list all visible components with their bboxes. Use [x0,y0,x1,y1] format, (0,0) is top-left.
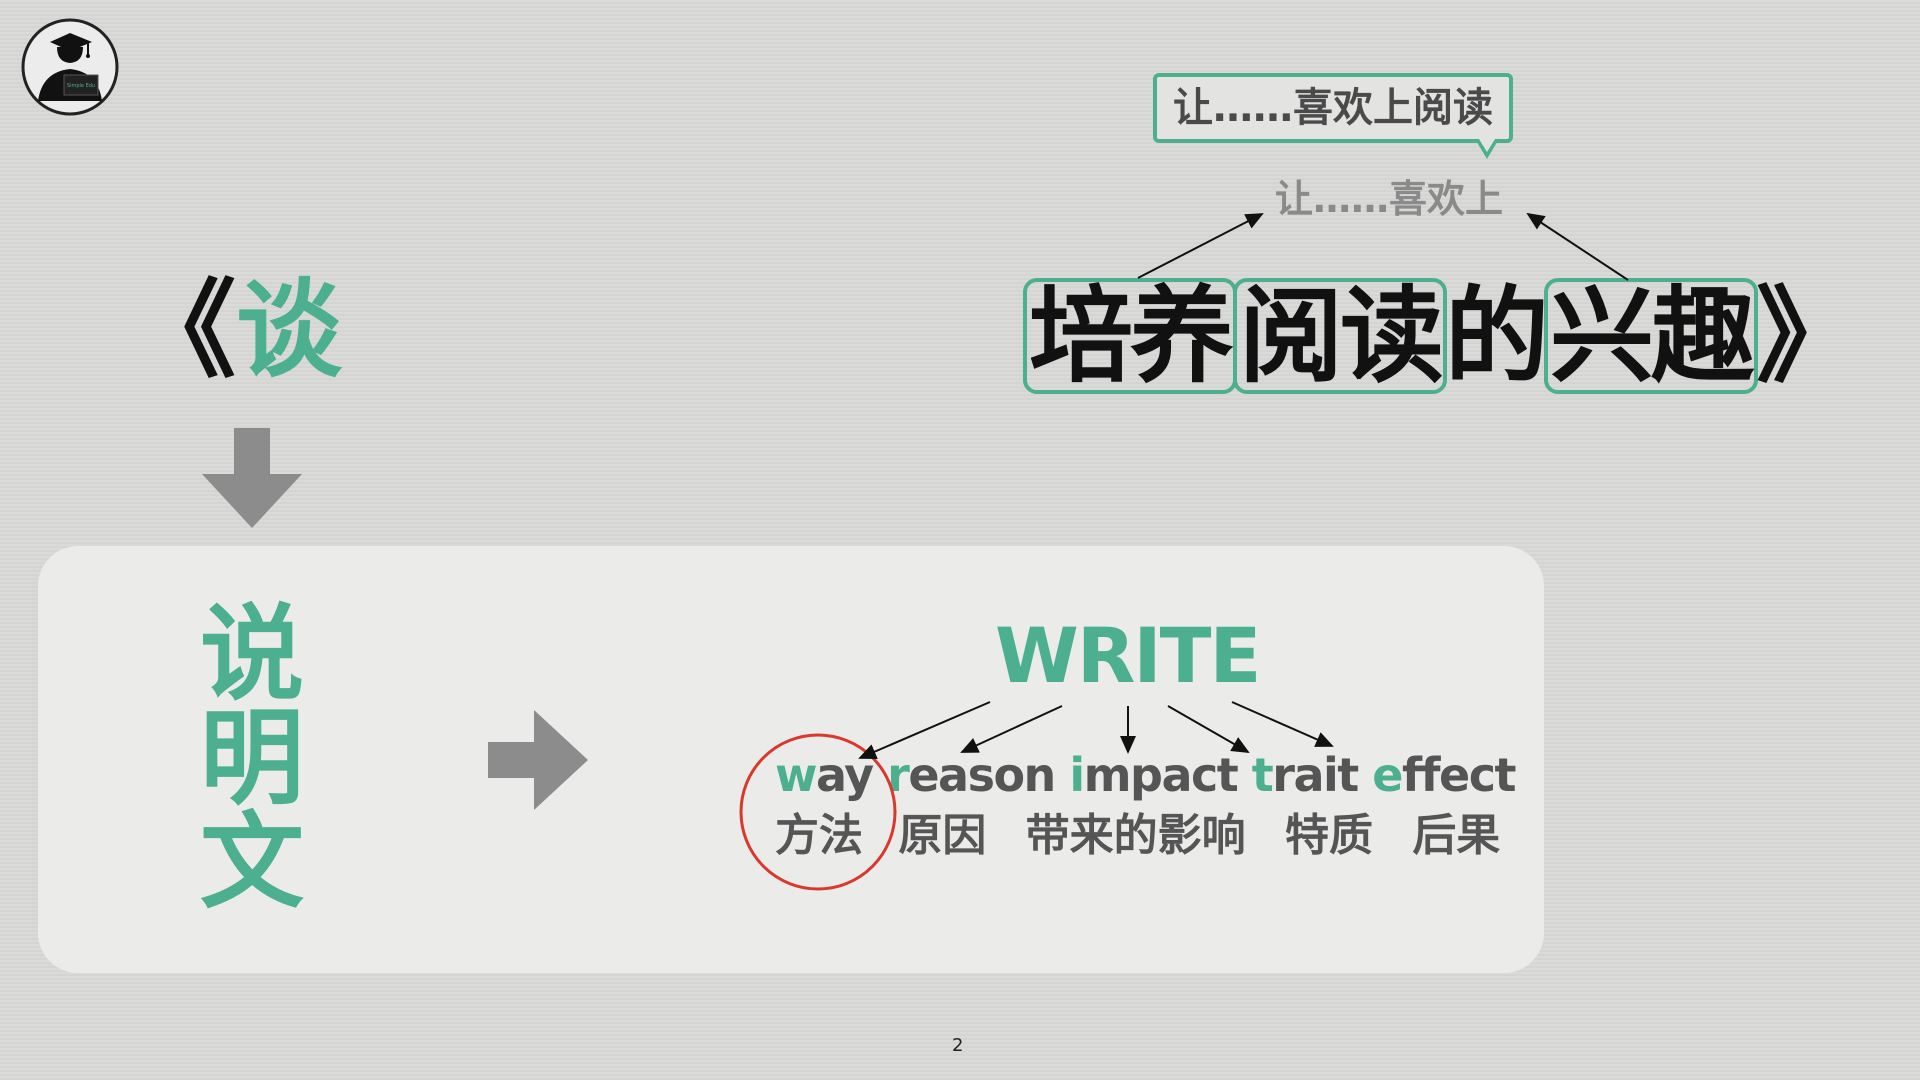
title-boxed-segment-3: 兴趣 [1544,278,1759,394]
word-initial: t [1251,748,1274,802]
page-number: 2 [952,1035,964,1056]
zh-word-reason: 原因 [898,810,987,861]
content-panel [38,546,1544,973]
title-left-char: 谈 [236,269,342,392]
vertical-char-2: 明 [200,697,305,819]
arrow-title-left [1137,213,1264,279]
logo-text: Simple Edu [67,83,95,89]
zh-word-impact: 带来的影响 [1025,810,1246,861]
highlight-circle [739,733,897,891]
word-reason: reason [887,748,1056,802]
vertical-char-1: 说 [200,593,305,715]
word-rest: ay [816,748,874,802]
callout-bubble: 让……喜欢上阅读 [1153,73,1513,143]
word-rest: eason [908,748,1056,802]
zh-word-way: 方法 [775,810,863,861]
open-book-bracket: 《 [130,269,236,392]
chinese-word-row: 方法 原因 带来的影响 特质 后果 [775,814,1500,858]
word-trait: trait [1251,748,1359,802]
title-right: 培养阅读的兴趣》 [1023,275,1860,397]
write-heading: WRITE [995,611,1261,700]
title-left: 《谈 [130,278,342,384]
logo-icon: Simple Edu [21,18,119,116]
word-initial: i [1069,748,1085,802]
vertical-char-3: 文 [200,801,305,923]
word-initial: e [1372,748,1403,802]
callout-tail-inner [1479,139,1495,152]
right-arrow-icon [488,710,588,810]
close-book-bracket: 》 [1756,275,1860,397]
word-rest: mpact [1083,748,1239,802]
zh-word-effect: 后果 [1412,810,1501,861]
word-initial: w [775,748,818,802]
vertical-heading: 说 明 文 [200,593,305,923]
english-word-row: way reason impact trait effect [775,752,1516,798]
title-boxed-segment-1: 培养 [1023,278,1238,394]
word-way: way [775,748,874,802]
title-plain-segment: 的 [1445,275,1549,397]
down-arrow-icon [202,428,302,528]
title-boxed-segment-2: 阅读 [1233,278,1448,394]
word-initial: r [887,748,910,802]
word-effect: effect [1372,748,1516,802]
arrow-title-right [1526,212,1629,281]
word-rest: rait [1272,748,1359,802]
subtitle-text: 让……喜欢上 [1275,177,1504,221]
word-impact: impact [1069,748,1239,802]
zh-word-trait: 特质 [1284,810,1373,861]
word-rest: ffect [1402,748,1516,802]
